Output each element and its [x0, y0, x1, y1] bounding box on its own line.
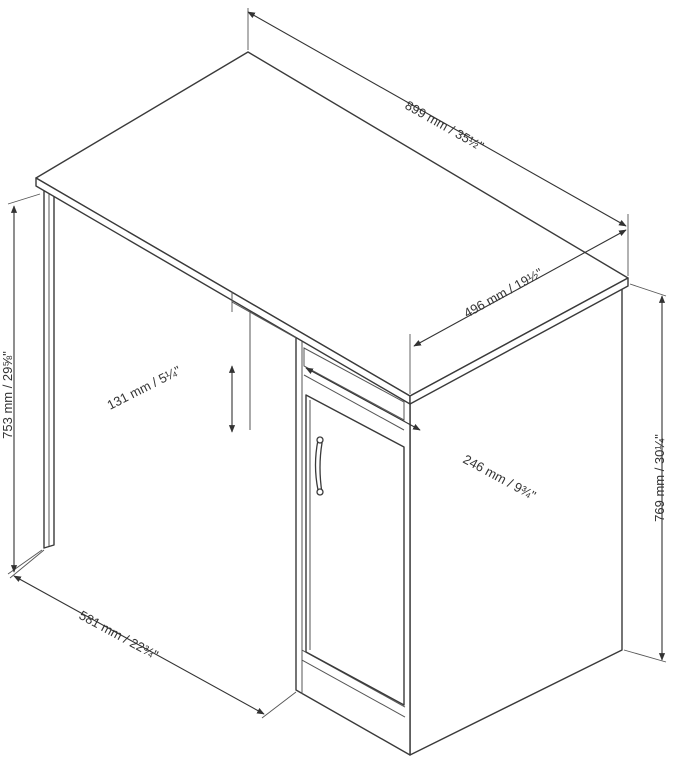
shelf-gap-label: 131 mm / 5¼"	[105, 363, 184, 413]
cabinet-depth-dim-line	[305, 367, 421, 431]
leg-depth-dim-line	[13, 575, 265, 715]
total-height-label: 769 mm / 30¼"	[652, 434, 667, 522]
handle-bottom-knob	[316, 488, 324, 496]
total-height-ext-bottom	[623, 649, 667, 663]
leg-depth-ext-right	[261, 691, 297, 719]
cabinet-front-plinth-low	[301, 659, 406, 718]
desk-height-ext-top	[7, 193, 41, 205]
leg-depth-ext-left	[9, 549, 45, 579]
leg-depth-label: 581 mm / 22¾"	[77, 607, 162, 662]
dimension-lines	[7, 8, 667, 719]
width-label: 899 mm / 35½"	[403, 98, 487, 154]
width-dim-line	[247, 11, 627, 227]
total-height-ext-top	[629, 283, 667, 297]
depth-dim-line	[413, 229, 627, 347]
desk-height-label: 753 mm / 29⅝"	[0, 351, 15, 439]
handle-top-knob	[316, 436, 324, 444]
desk-height-ext-bottom	[7, 549, 43, 575]
